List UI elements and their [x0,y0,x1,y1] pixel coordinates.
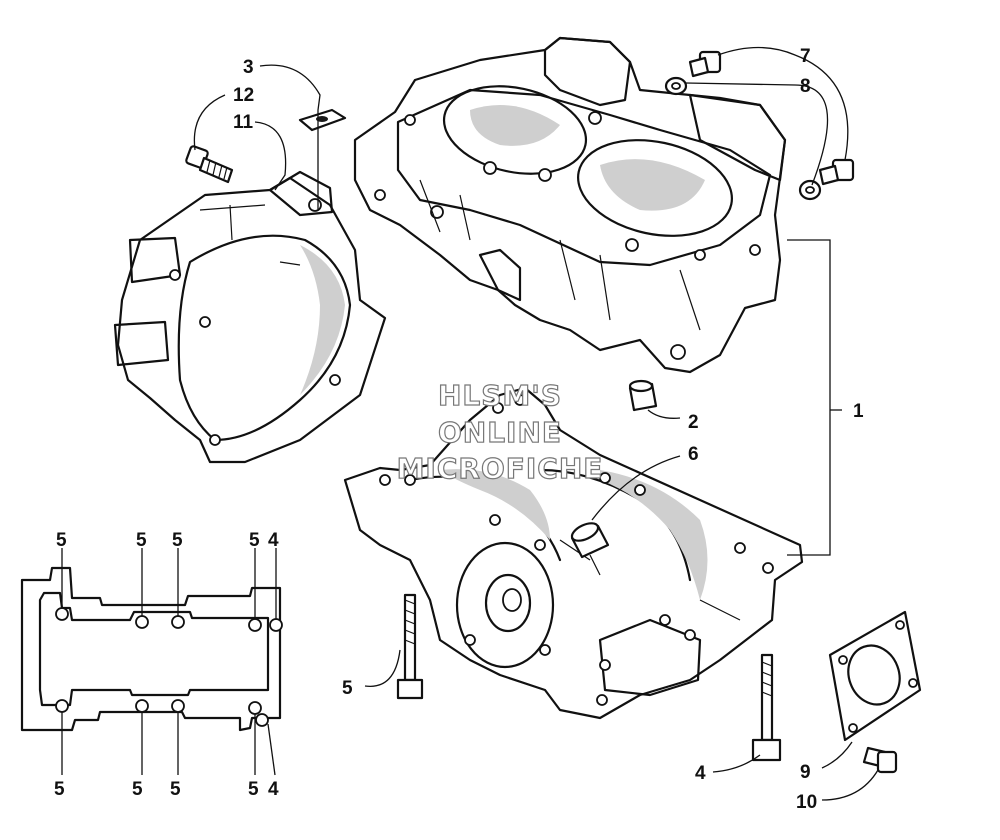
callout-5-inset: 5 [54,779,65,800]
callout-12: 12 [233,85,254,106]
callout-3: 3 [243,57,254,78]
callout-10: 10 [796,792,817,813]
callout-8: 8 [800,76,811,97]
watermark-line-1: HLSM'S [438,379,562,412]
lower-crankcase-part [343,386,804,720]
callout-4-inset: 4 [268,779,279,800]
callout-5-inset: 5 [172,530,183,551]
callout-5-inset: 5 [249,530,260,551]
gasket-part [828,610,922,742]
callout-7: 7 [800,46,811,67]
callout-5-inset: 5 [56,530,67,551]
watermark-line-2: ONLINE [438,416,562,449]
bolt-pattern-inset [20,566,283,732]
callout-4-short-bolt: 4 [695,763,706,784]
callout-11: 11 [233,112,254,133]
callout-5-inset: 5 [132,779,143,800]
callout-2: 2 [688,412,699,433]
housing-screw-part [185,145,234,184]
flange-screw-part [862,746,898,774]
plate-part [298,108,347,132]
dowel-pin-part [628,379,658,412]
callout-4-inset: 4 [268,530,279,551]
callout-5-long-bolt: 5 [342,678,353,699]
watermark-line-3: MICROFICHE [397,452,604,485]
short-bolt-part [751,653,782,762]
upper-crankcase-part [353,36,787,374]
long-bolt-part [396,593,424,700]
callout-5-inset: 5 [248,779,259,800]
housing-cover-part [113,170,387,464]
callout-9: 9 [800,762,811,783]
callout-6: 6 [688,444,699,465]
cap-screw-parts [664,50,855,201]
bushing-part [570,522,610,559]
callout-1: 1 [853,401,864,422]
leader-lines [61,46,879,801]
callout-5-inset: 5 [170,779,181,800]
callout-5-inset: 5 [136,530,147,551]
